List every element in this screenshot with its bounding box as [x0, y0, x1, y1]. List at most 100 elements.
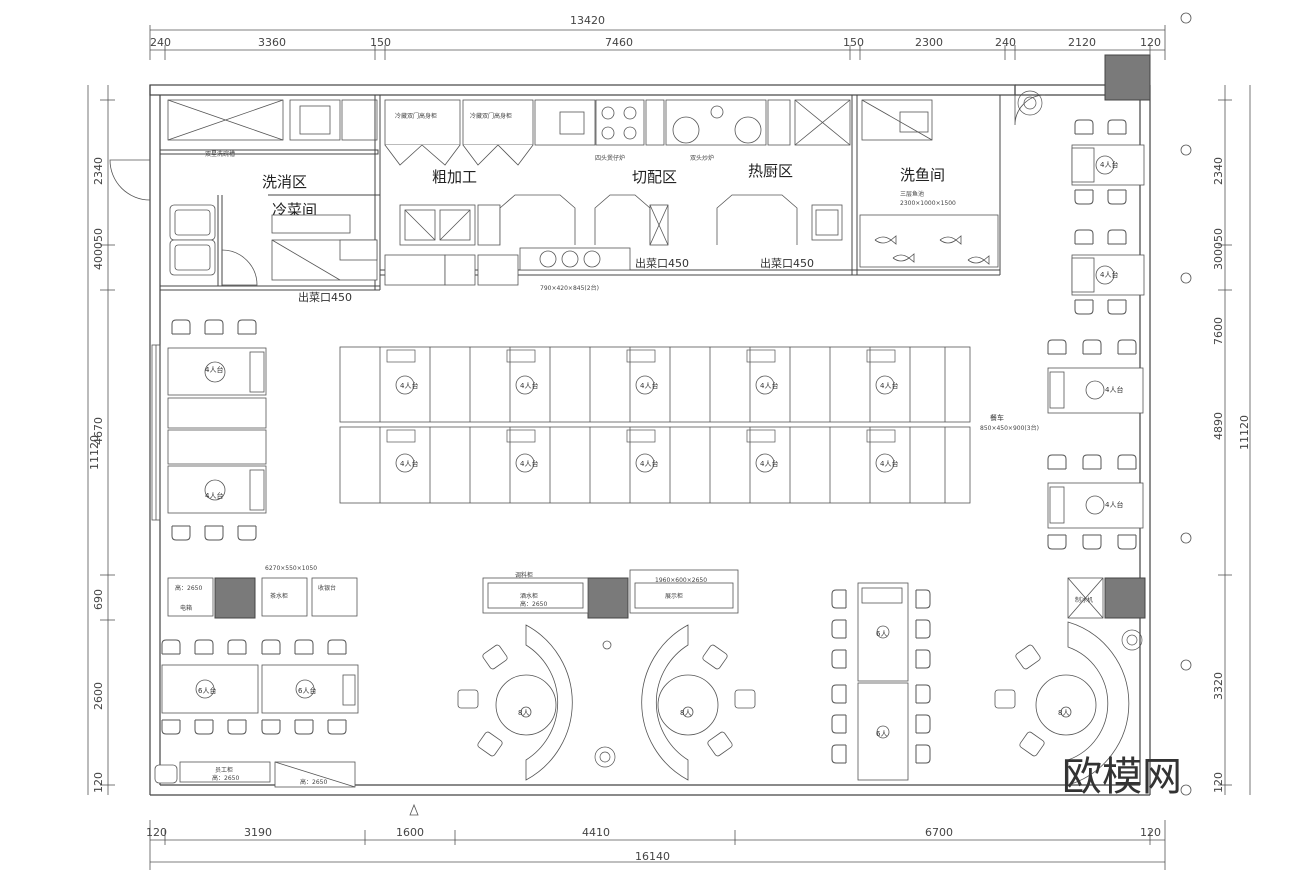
right-seg-7: 120 [1212, 772, 1225, 793]
staff-cab-label: 员工柜 [215, 766, 233, 774]
booth-table-top [386, 349, 416, 363]
top-seg-6: 2300 [915, 36, 943, 49]
cut-spec-label: 790×420×845(2台) [540, 284, 599, 292]
bottom-seg-5: 6700 [925, 826, 953, 839]
booth-table-marker [515, 375, 535, 395]
left-total-dim: 11120 [88, 435, 101, 470]
cashier-spec-label: 6270×550×1050 [265, 565, 317, 572]
water-cab-label: 茶水柜 [270, 592, 288, 600]
chair [915, 649, 931, 669]
ice-machine [1067, 577, 1104, 619]
bottom-seg-6: 120 [1140, 826, 1161, 839]
ice-machine-label: 制冰机 [1075, 596, 1093, 604]
top-seg-7: 240 [995, 36, 1016, 49]
zone-wash: 洗消区 [262, 173, 307, 191]
cashier-label: 收银台 [318, 584, 336, 592]
left-seg-2: 4000 [92, 242, 105, 270]
kitchen-back-equipment [167, 99, 933, 166]
top-seg-4: 7460 [605, 36, 633, 49]
drinks-label: 酒水柜 [520, 592, 538, 600]
chair [915, 619, 931, 639]
fish-tank-label: 三层鱼池 [900, 190, 924, 198]
plant-icons [594, 90, 1143, 768]
booth-table-label: 4人台 [400, 459, 418, 468]
bottom-total-dim: 16140 [635, 850, 670, 863]
pass-window-1: 出菜口450 [298, 290, 352, 304]
booth-table-label: 4人台 [520, 459, 538, 468]
booth-table-top [746, 349, 776, 363]
right-seg-3: 50 [1212, 228, 1225, 242]
booth-table-label: 4人台 [640, 459, 658, 468]
top-total-dim: 13420 [570, 14, 605, 27]
left-seg-7: 120 [92, 772, 105, 793]
stove-label: 四头煲仔炉 [595, 154, 625, 162]
table-label-4p-left-2: 4人台 [205, 491, 223, 500]
booth-table-marker [755, 453, 775, 473]
right-dims: 11120 2340 3000 50 7600 4890 3320 120 [1212, 157, 1251, 793]
chair [831, 589, 847, 609]
chair [915, 714, 931, 734]
left-windows [151, 344, 161, 521]
chair [831, 714, 847, 734]
booth-table-top [386, 429, 416, 443]
cold-room-equipment [271, 214, 378, 281]
booth-table-label: 4人台 [400, 381, 418, 390]
left-seg-6: 2600 [92, 682, 105, 710]
zone-rough: 粗加工 [432, 168, 477, 186]
bottom-seg-1: 120 [146, 826, 167, 839]
display-label: 展示柜 [665, 592, 683, 600]
elec-box-label: 电箱 [180, 604, 192, 612]
table-label-4p-left-1: 4人台 [205, 365, 223, 374]
right-dining-block [1047, 144, 1145, 529]
table-label-6p-1: 6人台 [198, 686, 216, 695]
pass-window-2: 出菜口450 [635, 256, 689, 270]
zone-fish: 洗鱼间 [900, 166, 945, 184]
booth-table-label: 4人台 [520, 381, 538, 390]
axis-markers [409, 12, 1192, 816]
booth-table-top [626, 429, 656, 443]
bottom-seg-4: 4410 [582, 826, 610, 839]
top-seg-2: 3360 [258, 36, 286, 49]
table-label-4p-right-4: 4人台 [1105, 500, 1123, 509]
lower-left-cabinets [167, 577, 358, 617]
booth-table-marker [635, 453, 655, 473]
fridge-spec-label-2: 冷藏双门高身柜 [470, 112, 512, 120]
right-seg-2: 3000 [1212, 242, 1225, 270]
booth-table-marker [875, 453, 895, 473]
wash-station [169, 204, 216, 276]
bottom-seg-2: 3190 [244, 826, 272, 839]
chair [831, 684, 847, 704]
columns [214, 54, 1151, 619]
h2650-label-1: 高：2650 [175, 584, 202, 592]
service-counter-spec: 850×450×900(3台) [980, 424, 1039, 432]
round-table-label-3: 8人 [1058, 709, 1069, 717]
top-dimension-line [149, 25, 1166, 60]
fridge-spec-label-1: 冷藏双门高身柜 [395, 112, 437, 120]
drinks-h-label: 高：2650 [520, 600, 547, 608]
chair [915, 589, 931, 609]
left-seg-1: 2340 [92, 157, 105, 185]
table-label-4p-right-1: 4人台 [1100, 160, 1118, 169]
booth-table-top [506, 429, 536, 443]
left-dining-block [167, 347, 267, 514]
fish-spec-label: 2300×1000×1500 [900, 200, 956, 207]
booth-table-top [866, 429, 896, 443]
round-table-label-2: 8人 [680, 709, 691, 717]
pass-window-3: 出菜口450 [760, 256, 814, 270]
bottom-seg-3: 1600 [396, 826, 424, 839]
top-seg-1: 240 [150, 36, 171, 49]
booth-table-label: 4人台 [760, 381, 778, 390]
booth-table-marker [635, 375, 655, 395]
long-table-label-1: 6人 [876, 630, 887, 638]
chair [915, 744, 931, 764]
h2650-label-2: 高：2650 [300, 778, 327, 786]
prep-lower-row [384, 194, 999, 286]
top-seg-8: 2120 [1068, 36, 1096, 49]
left-seg-3: 50 [92, 228, 105, 242]
right-total-dim: 11120 [1238, 415, 1251, 450]
booth-table-top [506, 349, 536, 363]
tea-cab-label: 调料柜 [515, 571, 533, 579]
booth-table-top [866, 349, 896, 363]
